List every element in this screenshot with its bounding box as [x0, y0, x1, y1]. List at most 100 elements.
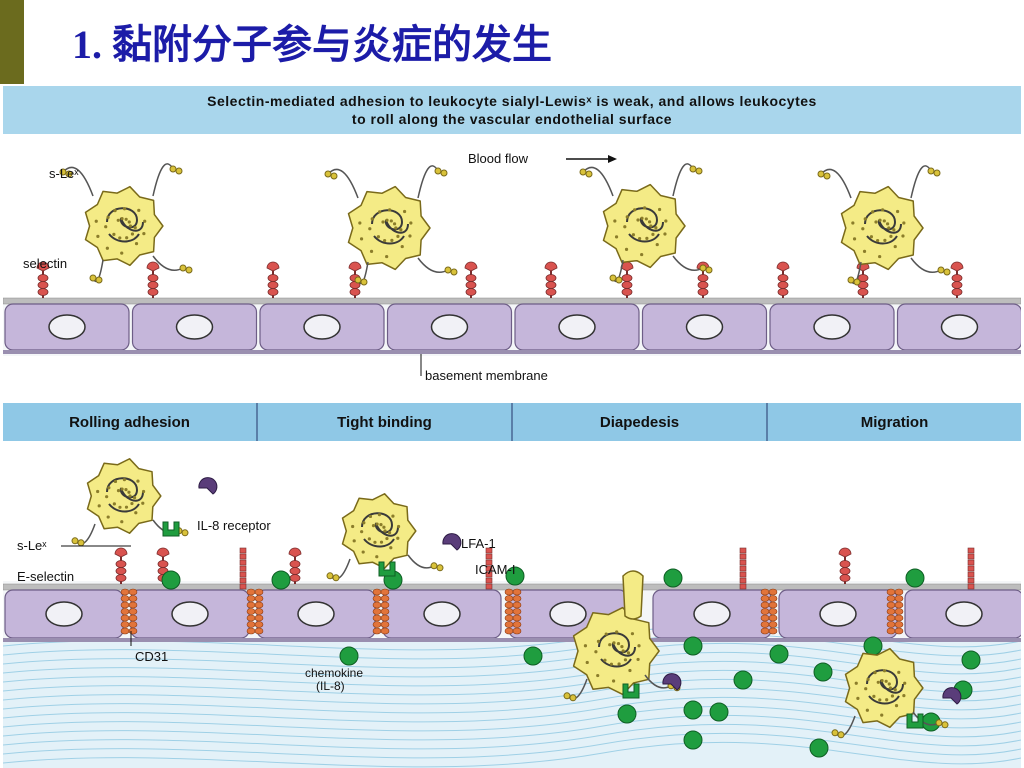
selectin-domain — [621, 274, 633, 282]
granule — [385, 218, 389, 222]
cd31-domain — [512, 621, 522, 628]
cd31-domain — [254, 627, 264, 635]
cd31-domain — [246, 601, 256, 609]
granule — [94, 219, 98, 223]
leukocyte — [840, 185, 924, 271]
cd31-domain — [768, 608, 778, 615]
granule — [878, 254, 882, 259]
granule — [893, 244, 897, 249]
bottom-endothelium — [3, 583, 1021, 642]
cell-nucleus — [303, 314, 341, 340]
cd31-domain — [380, 608, 390, 615]
cd31-domain — [246, 627, 256, 635]
cell-nucleus — [423, 601, 461, 627]
slex-sugar — [699, 264, 707, 272]
icam-segment — [485, 571, 493, 578]
granule — [361, 550, 365, 554]
slex-sugar — [185, 266, 193, 274]
cd31-domain — [886, 627, 896, 635]
cd31-domain — [768, 588, 778, 596]
granule — [631, 233, 636, 237]
slex-sugar — [831, 729, 839, 737]
granule — [124, 217, 128, 221]
cd31-domain — [768, 595, 778, 602]
granule — [400, 244, 404, 249]
cd31-domain — [128, 601, 138, 609]
leukocyte — [341, 493, 417, 569]
granule — [387, 530, 392, 535]
selectin-domain — [839, 567, 851, 575]
granule — [645, 236, 649, 241]
granule — [642, 206, 647, 210]
granule — [396, 524, 401, 529]
granule — [124, 505, 129, 509]
selectin-domain — [147, 288, 159, 296]
granule — [399, 228, 403, 232]
top-header: Selectin-mediated adhesion to leukocyte … — [3, 86, 1021, 134]
granule — [379, 540, 384, 544]
slex-sugar — [933, 169, 941, 177]
granule — [647, 220, 652, 224]
slex-sugar — [823, 172, 831, 180]
cd31-domain — [120, 627, 130, 635]
granule — [122, 478, 127, 482]
granule — [105, 495, 109, 499]
cd31-domain — [372, 595, 382, 602]
granule — [869, 235, 874, 239]
leukocyte — [347, 185, 431, 271]
leukocyte-nucleus — [626, 207, 664, 243]
granule — [882, 219, 886, 223]
cd31-domain — [380, 621, 390, 628]
granule — [864, 687, 868, 691]
chemokine-dot — [709, 702, 729, 722]
granule — [885, 698, 889, 702]
cd31-domain — [372, 627, 382, 635]
cd31-domain — [512, 595, 522, 602]
selectin-domain — [147, 274, 159, 282]
cd31-domain — [128, 588, 138, 596]
cd31-domain — [246, 588, 256, 596]
granule — [381, 220, 385, 224]
granule — [377, 513, 382, 517]
cell-nucleus — [945, 601, 983, 627]
slex-sugar — [847, 276, 855, 284]
cd31-domain — [894, 595, 904, 602]
selectin-domain — [697, 288, 709, 296]
cd31-domain — [886, 588, 896, 596]
slex-sugar — [181, 529, 189, 537]
cell-nucleus — [940, 314, 979, 340]
slex-sugar — [935, 719, 943, 727]
leukocyte — [86, 458, 162, 534]
slex-sugar — [943, 268, 951, 276]
selectin-domain — [267, 281, 279, 289]
granule — [136, 479, 140, 483]
selectin-domain — [951, 281, 963, 289]
selectin-head — [464, 261, 478, 272]
granule — [127, 220, 131, 224]
tissue-fiber — [3, 741, 1021, 768]
granule — [638, 236, 642, 241]
granule — [120, 251, 124, 255]
leukocyte-nucleus — [106, 207, 144, 243]
selectin-domain — [147, 281, 159, 289]
label-slex-bottom: s-Leˣ — [17, 538, 47, 553]
selectin-head — [950, 261, 964, 272]
granule — [854, 681, 858, 685]
cd31-domain — [372, 588, 382, 596]
granule — [594, 650, 598, 654]
granule — [880, 679, 884, 683]
slex-sugar — [569, 694, 577, 702]
bottom-lumen — [3, 441, 1021, 581]
selectin-head — [156, 547, 170, 558]
selectin-head — [776, 261, 790, 272]
leukocyte-nucleus — [106, 477, 144, 513]
cd31-domain — [246, 621, 256, 628]
granule — [112, 232, 116, 236]
granule — [120, 217, 124, 221]
granule — [596, 639, 601, 644]
cell-nucleus — [297, 601, 335, 627]
granule — [664, 219, 668, 223]
cell-nucleus — [175, 314, 214, 340]
granule — [616, 641, 621, 646]
cd31-domain — [504, 627, 514, 635]
